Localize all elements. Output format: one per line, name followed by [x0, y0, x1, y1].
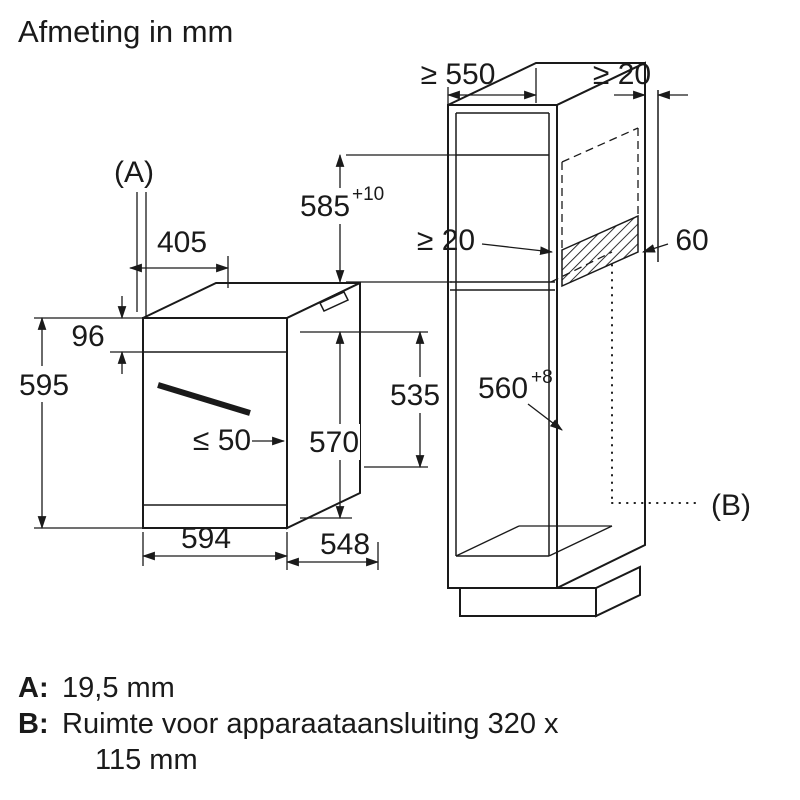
oven-front-face	[142, 317, 288, 529]
legend: A: 19,5 mm B: Ruimte voor apparaataanslu…	[18, 672, 559, 776]
dim-50-label: ≤ 50	[193, 424, 251, 457]
cabinet-right-face	[556, 61, 646, 590]
plinth-side	[595, 565, 641, 618]
cabinet-dimensions: ≥ 550 ≥ 20 585 +10 ≥ 20 60 560 +8 (B)	[296, 58, 751, 522]
dim-560-tolerance: +8	[531, 367, 553, 388]
dim-570-label: 570	[309, 426, 359, 459]
oven-door-handle	[157, 382, 251, 416]
cabinet-drawing	[447, 61, 659, 618]
dim-b-label: (B)	[711, 489, 751, 522]
dim-548-label: 548	[320, 528, 370, 561]
cabinet-front-face	[447, 104, 558, 589]
dim-535-label: 535	[390, 379, 440, 412]
dim-20-mid-label: ≥ 20	[417, 224, 475, 257]
oven-dimensions: (A) 405 96 595 ≤ 50 570 535 59	[18, 156, 442, 570]
legend-b-key: B:	[18, 708, 49, 740]
dim-595-label: 595	[19, 369, 69, 402]
dim-560-leader	[527, 403, 563, 431]
dim-60-label: 60	[675, 224, 708, 257]
dim-560-label: 560	[478, 372, 528, 405]
duct-hidden-edge-top	[561, 127, 639, 163]
dim-20-top-label: ≥ 20	[593, 58, 651, 91]
niche-floor-right-edge	[548, 525, 613, 557]
legend-b-value-line1: Ruimte voor apparaataansluiting 320 x	[62, 708, 559, 740]
dim-595-mask	[18, 366, 70, 402]
vent-hatch-area	[561, 214, 639, 288]
legend-a-key: A:	[18, 672, 49, 704]
dim-20-mid-leader	[481, 243, 554, 255]
legend-b-value-line2: 115 mm	[95, 744, 198, 776]
dim-594-label: 594	[181, 522, 231, 555]
dim-60-leader	[641, 243, 669, 253]
dim-405-label: 405	[157, 226, 207, 259]
dim-550-label: ≥ 550	[421, 58, 496, 91]
dim-570-mask	[308, 424, 360, 460]
dim-585-tolerance: +10	[352, 184, 384, 205]
plinth-front	[459, 587, 597, 617]
oven-side-recess	[318, 291, 350, 312]
legend-a-value: 19,5 mm	[62, 672, 175, 704]
dim-535-mask	[388, 377, 442, 413]
oven-drawing	[142, 281, 361, 530]
dim-a-label: (A)	[114, 156, 154, 189]
dim-585-label: 585	[300, 190, 350, 223]
niche-floor-left-edge	[455, 525, 520, 557]
dim-585-mask	[296, 188, 402, 224]
oven-right-face	[286, 281, 361, 530]
dim-96-label: 96	[71, 320, 104, 353]
page-title: Afmeting in mm	[18, 14, 233, 49]
